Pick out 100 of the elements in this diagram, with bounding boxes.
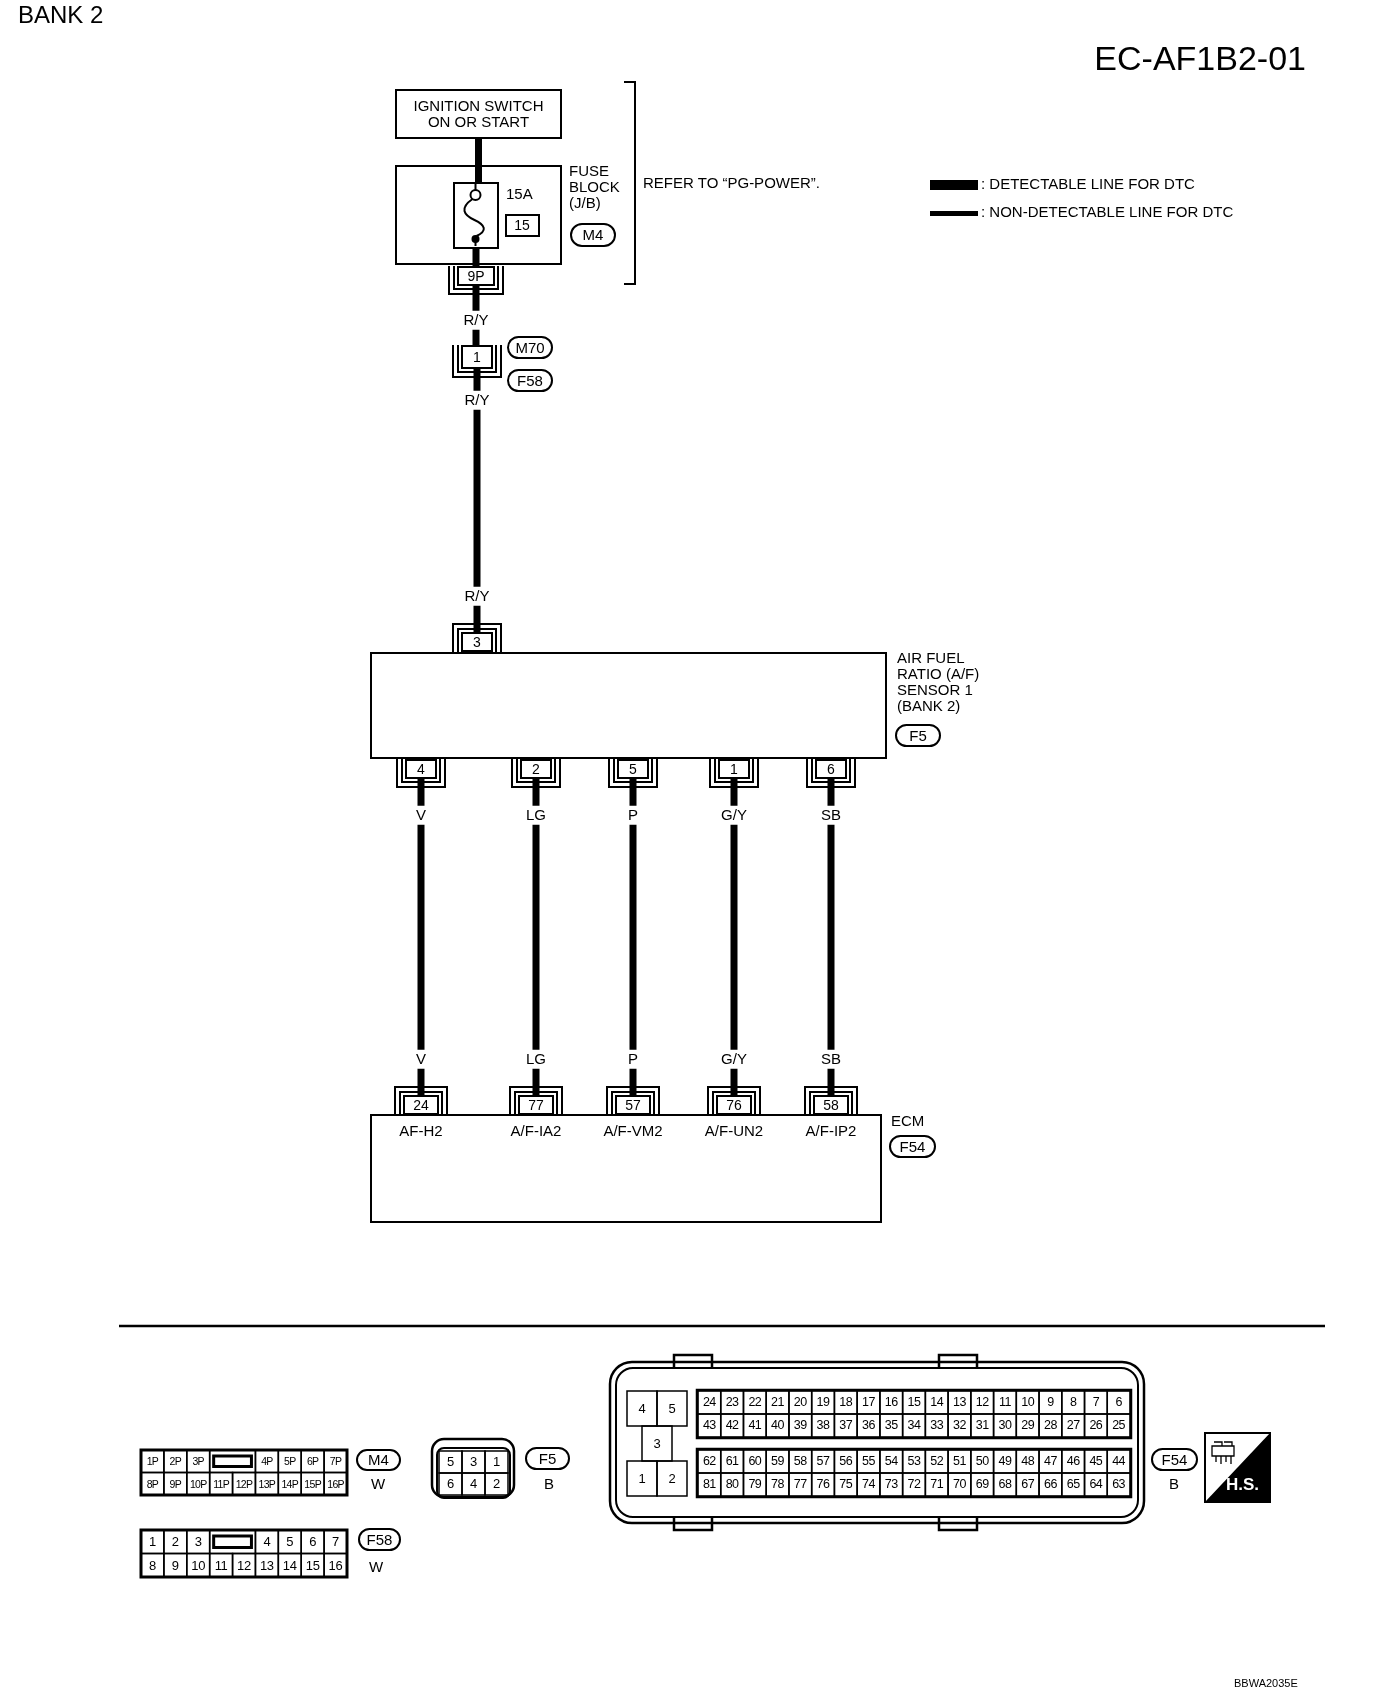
pin-number: 2: [170, 1533, 180, 1551]
terminal-box: [615, 1095, 651, 1115]
terminal-box: [403, 1095, 439, 1115]
connector-color: W: [370, 1475, 386, 1493]
pin-number: 46: [1065, 1453, 1081, 1470]
connector-id: F58: [507, 369, 553, 392]
pin-number: 22: [747, 1394, 763, 1411]
pin-number: 60: [747, 1453, 763, 1470]
terminal-box: [461, 345, 493, 369]
wire-color-label: R/Y: [461, 310, 491, 330]
pin-name: A/F-UN2: [704, 1122, 764, 1140]
pin-number: 33: [929, 1417, 945, 1434]
connector-id: M4: [570, 223, 616, 247]
pin-number: 2P: [168, 1454, 183, 1469]
pin-number: 3: [652, 1435, 662, 1453]
connector-id: F54: [1151, 1448, 1198, 1471]
wire-color-label: LG: [524, 1049, 548, 1069]
connector-id: F5: [895, 724, 941, 747]
component-label: IGNITION SWITCH ON OR START: [412, 98, 545, 130]
pin-number: 9: [170, 1556, 180, 1575]
pin-number: 69: [974, 1476, 990, 1493]
drawing-number: BBWA2035E: [1234, 1677, 1298, 1690]
pin-number: 6: [1114, 1394, 1123, 1411]
pin-number: 48: [1020, 1453, 1036, 1470]
pin-number: 42: [724, 1417, 740, 1434]
legend-text: : NON-DETECTABLE LINE FOR DTC: [981, 204, 1234, 221]
pin-number: 16P: [326, 1476, 345, 1492]
pin-number: 54: [883, 1453, 899, 1470]
connector-id: F5: [525, 1447, 570, 1470]
terminal-number: 1: [473, 349, 481, 365]
pin-name: A/F-VM2: [603, 1122, 663, 1140]
terminal-box: [617, 759, 649, 779]
pin-number: 72: [906, 1476, 922, 1493]
terminal-number: 6: [827, 761, 835, 777]
pin-number: 49: [997, 1453, 1013, 1470]
pin-number: 59: [770, 1453, 785, 1470]
pin-number: 10: [1020, 1394, 1036, 1411]
pin-number: 80: [724, 1476, 740, 1493]
pin-number: 19: [815, 1394, 831, 1411]
pin-number: 14: [281, 1556, 298, 1575]
terminal-number: 57: [625, 1097, 641, 1113]
pin-number: 81: [701, 1476, 717, 1493]
pin-number: 3: [193, 1533, 203, 1551]
connector-color: B: [544, 1475, 554, 1493]
pin-number: 53: [906, 1453, 922, 1470]
pin-number: 1: [147, 1533, 157, 1551]
pin-number: 12: [236, 1556, 252, 1575]
pin-number: 12: [974, 1394, 990, 1411]
pin-number: 4: [262, 1533, 272, 1551]
pin-number: 76: [815, 1476, 831, 1493]
pin-name: A/F-IA2: [510, 1122, 562, 1140]
pin-number: 27: [1065, 1417, 1081, 1434]
connector-id: M4: [356, 1449, 401, 1471]
terminal-number: 3: [473, 634, 481, 650]
pin-number: 1: [491, 1453, 502, 1471]
pin-number: 7: [331, 1533, 340, 1551]
fuse-rating: 15A: [506, 186, 533, 203]
pin-number: 65: [1065, 1476, 1081, 1493]
pin-number: 16: [883, 1394, 899, 1411]
pin-number: 43: [701, 1417, 717, 1434]
pin-number: 68: [997, 1476, 1013, 1493]
pin-number: 18: [838, 1394, 854, 1411]
pin-number: 1: [637, 1470, 647, 1488]
connector-color: W: [368, 1558, 384, 1576]
pin-number: 28: [1042, 1417, 1058, 1434]
pin-number: 1P: [145, 1454, 160, 1469]
wire-color-label: LG: [524, 805, 548, 825]
wire-color-label: V: [414, 1049, 428, 1069]
pin-number: 66: [1042, 1476, 1058, 1493]
pin-number: 11P: [212, 1476, 231, 1492]
pin-number: 50: [974, 1453, 990, 1470]
pin-number: 13: [258, 1556, 275, 1575]
terminal-number: 77: [528, 1097, 544, 1113]
pin-number: 8P: [145, 1476, 160, 1492]
pin-number: 64: [1088, 1476, 1104, 1493]
pin-number: 40: [770, 1417, 785, 1434]
pin-number: 38: [815, 1417, 831, 1434]
pin-number: 77: [792, 1476, 808, 1493]
pin-number: 9P: [168, 1476, 183, 1492]
pin-number: 5: [285, 1533, 295, 1551]
pin-number: 5: [667, 1400, 677, 1418]
pin-number: 55: [861, 1453, 876, 1470]
page-heading: BANK 2: [18, 2, 104, 29]
pin-number: 11: [997, 1394, 1012, 1411]
pin-number: 51: [952, 1453, 967, 1470]
terminal-number: 24: [413, 1097, 429, 1113]
terminal-box: [405, 759, 437, 779]
pin-number: 36: [861, 1417, 876, 1434]
pin-number: 6P: [305, 1454, 320, 1469]
legend-text: : DETECTABLE LINE FOR DTC: [981, 176, 1195, 193]
wire-color-label: SB: [819, 1049, 843, 1069]
pin-number: 2: [491, 1475, 502, 1493]
pin-number: 7P: [328, 1454, 343, 1469]
reference-note: REFER TO “PG-POWER”.: [643, 175, 820, 192]
terminal-number: 2: [532, 761, 540, 777]
terminal-number: 15: [514, 217, 530, 233]
pin-number: 2: [667, 1470, 677, 1488]
terminal-number: 58: [823, 1097, 839, 1113]
pin-number: 78: [770, 1476, 785, 1493]
component-label: ECM: [891, 1113, 926, 1130]
